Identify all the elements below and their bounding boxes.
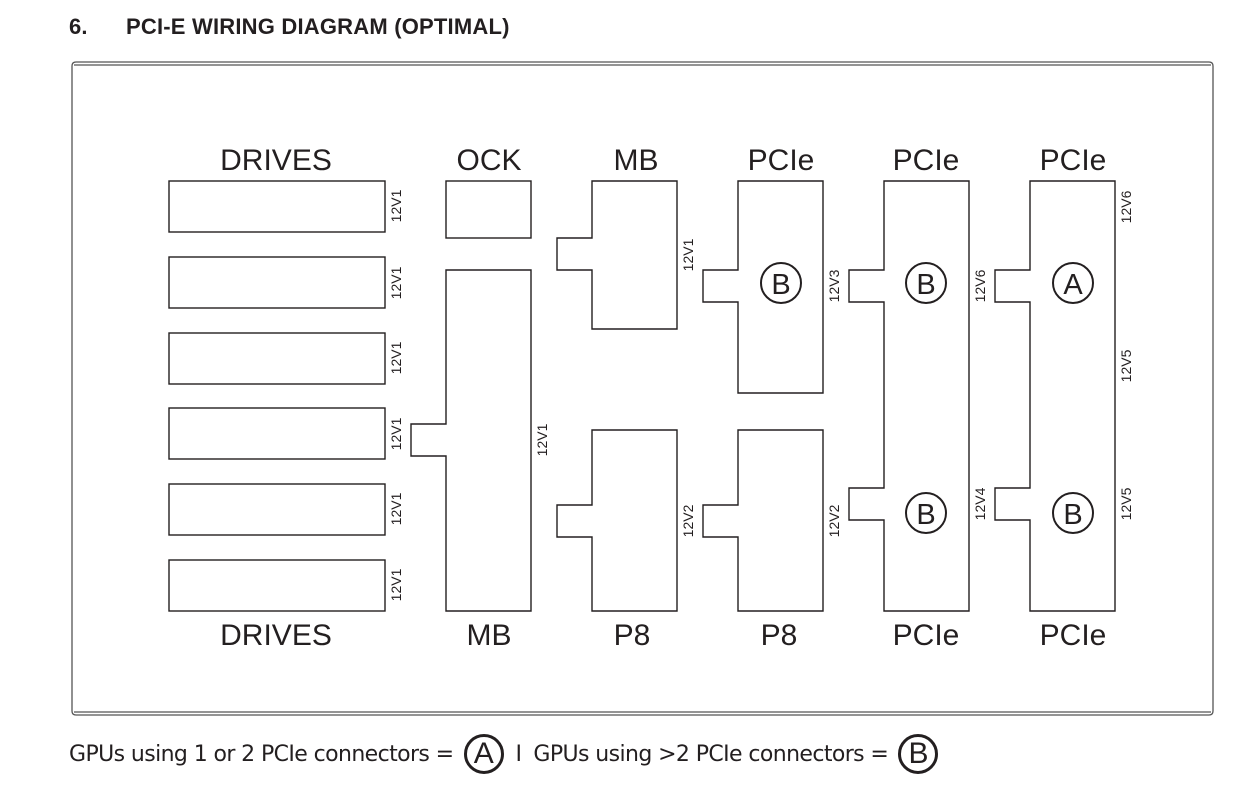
label-pcie-top-3: PCIe [1040, 144, 1107, 177]
label-pcie-bottom-1: PCIe [893, 619, 960, 652]
rail-label-drive-4: 12V1 [388, 417, 404, 450]
drive-slot-3 [168, 332, 386, 385]
label-mb-bottom: MB [467, 619, 512, 652]
legend-a-marker-icon: A [463, 734, 504, 774]
pcie-connector-2 [848, 180, 970, 612]
marker-a-1: A [1063, 269, 1083, 301]
section-number: 6. [69, 14, 88, 39]
rail-label-mb-main: 12V1 [534, 423, 550, 456]
label-pcie-top-1: PCIe [748, 144, 815, 177]
rail-label-p8-2: 12V2 [826, 504, 842, 537]
rail-label-pcie-3-bottom: 12V5 [1118, 487, 1134, 520]
marker-b-3: B [916, 499, 935, 531]
rail-label-drive-6: 12V1 [388, 568, 404, 601]
drive-slot-5 [168, 483, 386, 536]
label-pcie-bottom-2: PCIe [1040, 619, 1107, 652]
label-p8-bottom-2: P8 [761, 619, 798, 652]
rail-label-drive-3: 12V1 [388, 341, 404, 374]
diagram-frame [71, 61, 1214, 716]
label-drives-bottom: DRIVES [220, 619, 332, 652]
drive-slot-6 [168, 559, 386, 612]
legend-b-text: GPUs using >2 PCIe connectors = [533, 741, 889, 767]
ock-connector [445, 180, 532, 239]
p8-connector-1 [556, 429, 678, 612]
marker-b-2: B [916, 269, 935, 301]
label-drives-top: DRIVES [220, 144, 332, 177]
marker-circle-b-1 [760, 262, 802, 304]
marker-circle-b-3 [905, 492, 947, 534]
section-title: PCI-E WIRING DIAGRAM (OPTIMAL) [126, 14, 510, 39]
drive-slot-1 [168, 180, 386, 233]
label-mb-top: MB [614, 144, 659, 177]
rail-label-drive-1: 12V1 [388, 189, 404, 222]
label-pcie-top-2: PCIe [893, 144, 960, 177]
drive-slot-4 [168, 407, 386, 460]
legend-separator: I [515, 741, 522, 767]
drive-slot-2 [168, 256, 386, 309]
marker-b-1: B [771, 269, 790, 301]
rail-label-mb-cpu: 12V1 [680, 238, 696, 271]
legend: GPUs using 1 or 2 PCIe connectors = A I … [69, 731, 946, 777]
rail-label-pcie-3-mid: 12V5 [1118, 349, 1134, 382]
pcie-connector-3 [994, 180, 1116, 612]
rail-label-p8-1: 12V2 [680, 504, 696, 537]
mb-cpu-connector [556, 180, 678, 330]
rail-label-pcie-1: 12V3 [826, 269, 842, 302]
legend-a-text: GPUs using 1 or 2 PCIe connectors = [69, 741, 454, 767]
marker-circle-b-4 [1052, 492, 1094, 534]
marker-b-4: B [1063, 499, 1082, 531]
rail-label-pcie-2-bottom: 12V4 [972, 487, 988, 520]
p8-connector-2 [702, 429, 824, 612]
mb-main-connector [410, 269, 532, 612]
section-heading: 6. PCI-E WIRING DIAGRAM (OPTIMAL) [69, 14, 510, 40]
marker-circle-a-1 [1052, 262, 1094, 304]
marker-circle-b-2 [905, 262, 947, 304]
rail-label-pcie-3-top: 12V6 [1118, 190, 1134, 223]
rail-label-pcie-2-top: 12V6 [972, 269, 988, 302]
label-p8-bottom-1: P8 [614, 619, 651, 652]
rail-label-drive-2: 12V1 [388, 266, 404, 299]
pcie-connector-1 [702, 180, 824, 394]
legend-b-marker-icon: B [898, 734, 939, 774]
label-ock-top: OCK [456, 144, 521, 177]
rail-label-drive-5: 12V1 [388, 492, 404, 525]
